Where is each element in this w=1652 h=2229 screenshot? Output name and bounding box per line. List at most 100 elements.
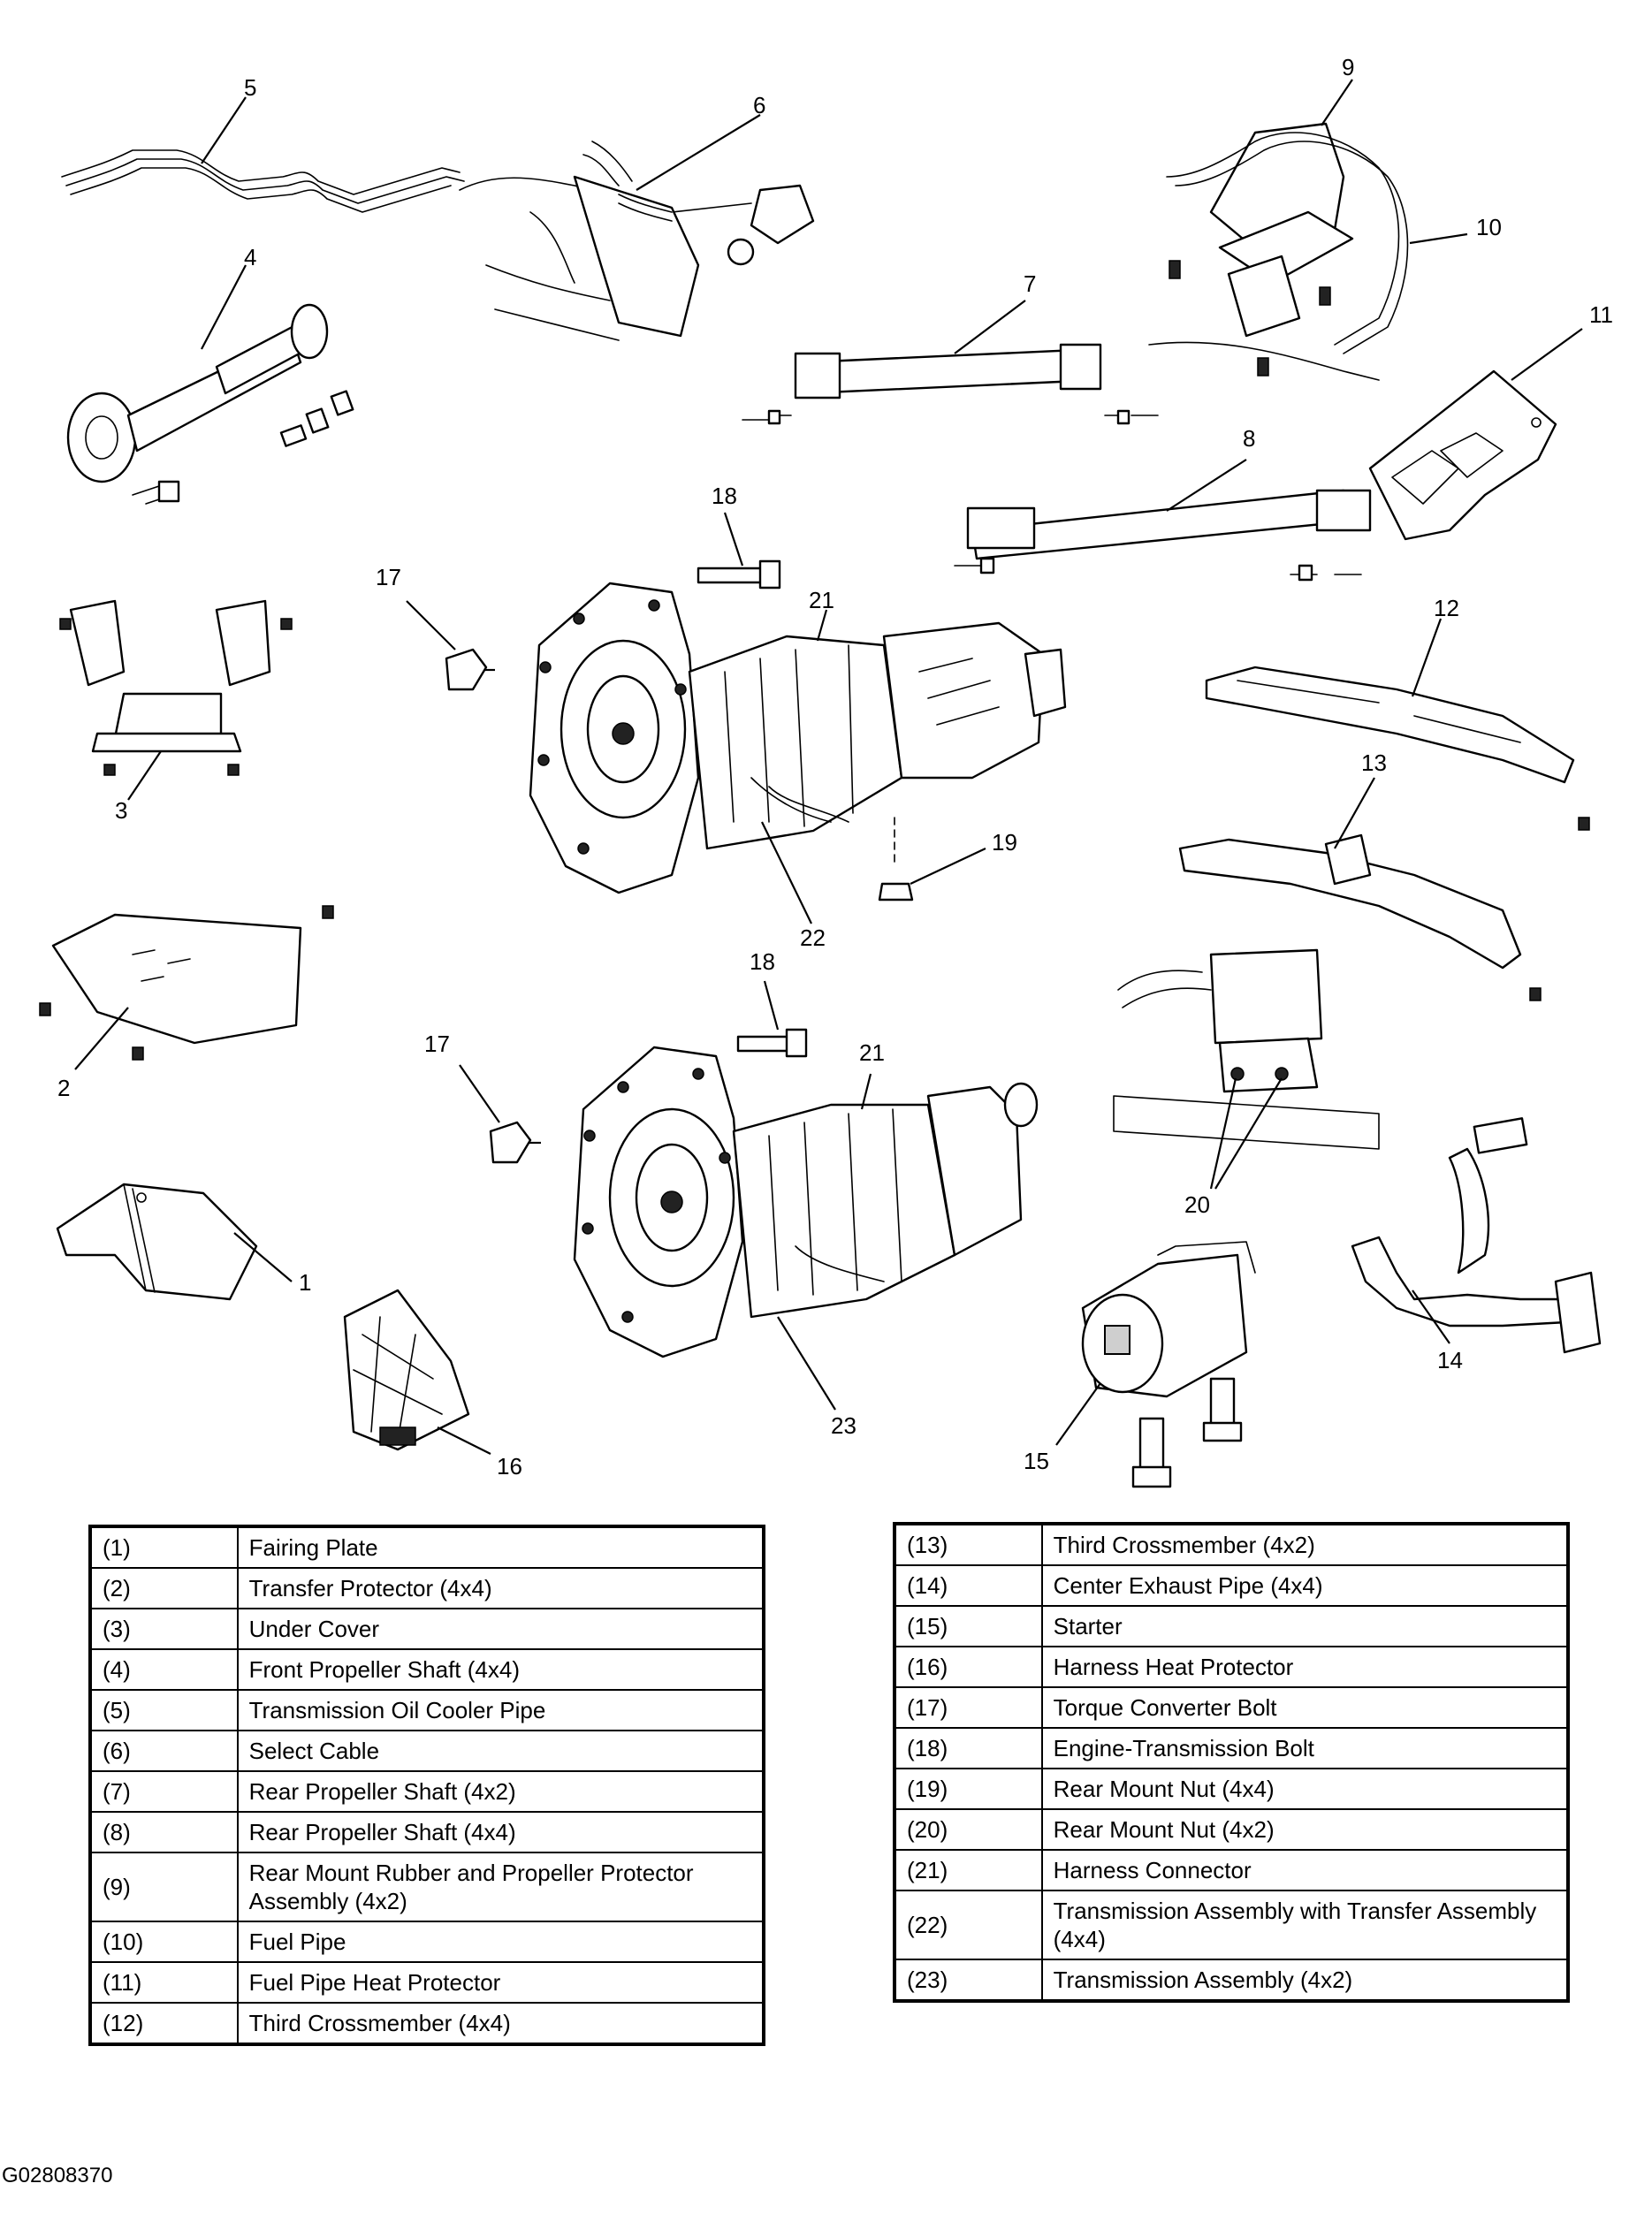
legend-number: (9) (89, 1852, 239, 1922)
leader-line (1412, 1289, 1450, 1344)
rear-mount-and-fuel-pipe-part (1148, 122, 1409, 381)
third-crossmember-4x2-part (1178, 833, 1542, 1001)
callout-19: 19 (992, 829, 1017, 856)
engine-transmission-bolt-upper-part (697, 559, 781, 590)
callout-17-upper: 17 (376, 564, 401, 590)
legend-number: (17) (894, 1686, 1043, 1729)
legend-description: Fuel Pipe (236, 1921, 765, 1963)
legend-row: (1)Fairing Plate (89, 1525, 765, 1569)
leader-line (1409, 232, 1468, 245)
callout-4: 4 (244, 244, 256, 270)
legend-number: (2) (89, 1567, 239, 1609)
legend-row: (6)Select Cable (89, 1730, 765, 1772)
legend-row: (17)Torque Converter Bolt (894, 1686, 1570, 1729)
transmission-assembly-4x4-part (529, 582, 1067, 894)
center-exhaust-pipe-part (1351, 1117, 1602, 1354)
rear-propeller-shaft-4x2-part (742, 343, 1159, 425)
legend-number: (6) (89, 1730, 239, 1772)
legend-row: (19)Rear Mount Nut (4x4) (894, 1768, 1570, 1810)
callout-16: 16 (497, 1453, 522, 1480)
legend-row: (15)Starter (894, 1605, 1570, 1647)
legend-description: Harness Connector (1040, 1849, 1570, 1891)
leader-line (1334, 777, 1375, 849)
legend-number: (5) (89, 1689, 239, 1731)
leader-line (1411, 618, 1443, 697)
legend-row: (13)Third Crossmember (4x2) (894, 1523, 1570, 1566)
legend-description: Select Cable (236, 1730, 765, 1772)
legend-number: (3) (89, 1608, 239, 1650)
transfer-protector-part (39, 905, 334, 1061)
legend-row: (2)Transfer Protector (4x4) (89, 1567, 765, 1609)
callout-11: 11 (1589, 301, 1613, 328)
callout-6: 6 (753, 92, 765, 118)
callout-7: 7 (1024, 270, 1036, 297)
callout-17-lower: 17 (424, 1031, 450, 1057)
legend-row: (9)Rear Mount Rubber and Propeller Prote… (89, 1852, 765, 1922)
leader-line (1166, 459, 1247, 512)
legend-number: (21) (894, 1849, 1043, 1891)
rear-mount-nut-4x4-part (878, 817, 914, 901)
legend-number: (11) (89, 1961, 239, 2004)
legend-description: Rear Mount Nut (4x2) (1040, 1808, 1570, 1851)
leader-line (910, 848, 986, 885)
legend-number: (10) (89, 1921, 239, 1963)
callout-18-upper: 18 (712, 483, 737, 509)
select-cable-part (459, 141, 815, 341)
legend-row: (21)Harness Connector (894, 1849, 1570, 1891)
callout-5: 5 (244, 74, 256, 101)
leader-line (636, 114, 761, 191)
legend-description: Rear Mount Rubber and Propeller Protecto… (236, 1852, 765, 1922)
legend-description: Harness Heat Protector (1040, 1646, 1570, 1688)
legend-description: Under Cover (236, 1608, 765, 1650)
callout-13: 13 (1361, 749, 1387, 776)
callout-12: 12 (1434, 595, 1459, 621)
exploded-parts-diagram: 5 4 6 7 (39, 54, 1613, 1488)
legend-row: (5)Transmission Oil Cooler Pipe (89, 1689, 765, 1731)
legend-row: (12)Third Crossmember (4x4) (89, 2002, 765, 2045)
legend-number: (1) (89, 1525, 239, 1569)
legend-description: Transfer Protector (4x4) (236, 1567, 765, 1609)
oil-cooler-pipe-part (61, 149, 465, 213)
starter-part (1081, 1241, 1256, 1488)
figure-code: G02808370 (2, 2164, 113, 2187)
callout-21-lower: 21 (859, 1039, 885, 1066)
leader-line (761, 821, 812, 924)
legend-number: (16) (894, 1646, 1043, 1688)
front-propeller-shaft-part (66, 303, 354, 505)
legend-description: Fairing Plate (236, 1525, 765, 1569)
leader-line (723, 512, 744, 567)
callout-18-lower: 18 (750, 948, 775, 975)
leader-line (201, 96, 247, 164)
legend-description: Engine-Transmission Bolt (1040, 1727, 1570, 1769)
legend-number: (19) (894, 1768, 1043, 1810)
legend-row: (10)Fuel Pipe (89, 1921, 765, 1963)
torque-converter-bolt-lower-part (489, 1121, 541, 1164)
leader-line (1511, 328, 1583, 381)
callout-21-upper: 21 (809, 587, 834, 613)
legend-description: Rear Propeller Shaft (4x4) (236, 1811, 765, 1853)
callout-15: 15 (1024, 1448, 1049, 1474)
legend-row: (23)Transmission Assembly (4x2) (894, 1959, 1570, 2002)
legend-description: Torque Converter Bolt (1040, 1686, 1570, 1729)
legend-description: Third Crossmember (4x2) (1040, 1523, 1570, 1566)
legend-number: (18) (894, 1727, 1043, 1769)
under-cover-part (59, 599, 293, 776)
fuel-pipe-heat-protector-part (1368, 369, 1557, 541)
legend-number: (22) (894, 1890, 1043, 1960)
legend-description: Transmission Oil Cooler Pipe (236, 1689, 765, 1731)
callout-9: 9 (1342, 54, 1354, 80)
legend-number: (12) (89, 2002, 239, 2045)
legend-number: (13) (894, 1523, 1043, 1566)
leader-line (437, 1426, 491, 1455)
parts-legend-table-right: (13)Third Crossmember (4x2) (14)Center E… (893, 1522, 1570, 2003)
callout-1: 1 (299, 1269, 311, 1296)
legend-row: (7)Rear Propeller Shaft (4x2) (89, 1770, 765, 1813)
legend-description: Starter (1040, 1605, 1570, 1647)
legend-row: (20)Rear Mount Nut (4x2) (894, 1808, 1570, 1851)
legend-row: (18)Engine-Transmission Bolt (894, 1727, 1570, 1769)
fairing-plate-part (56, 1183, 258, 1301)
legend-description: Third Crossmember (4x4) (236, 2002, 765, 2045)
legend-description: Front Propeller Shaft (4x4) (236, 1648, 765, 1691)
leader-line (459, 1064, 500, 1123)
legend-row: (4)Front Propeller Shaft (4x4) (89, 1648, 765, 1691)
